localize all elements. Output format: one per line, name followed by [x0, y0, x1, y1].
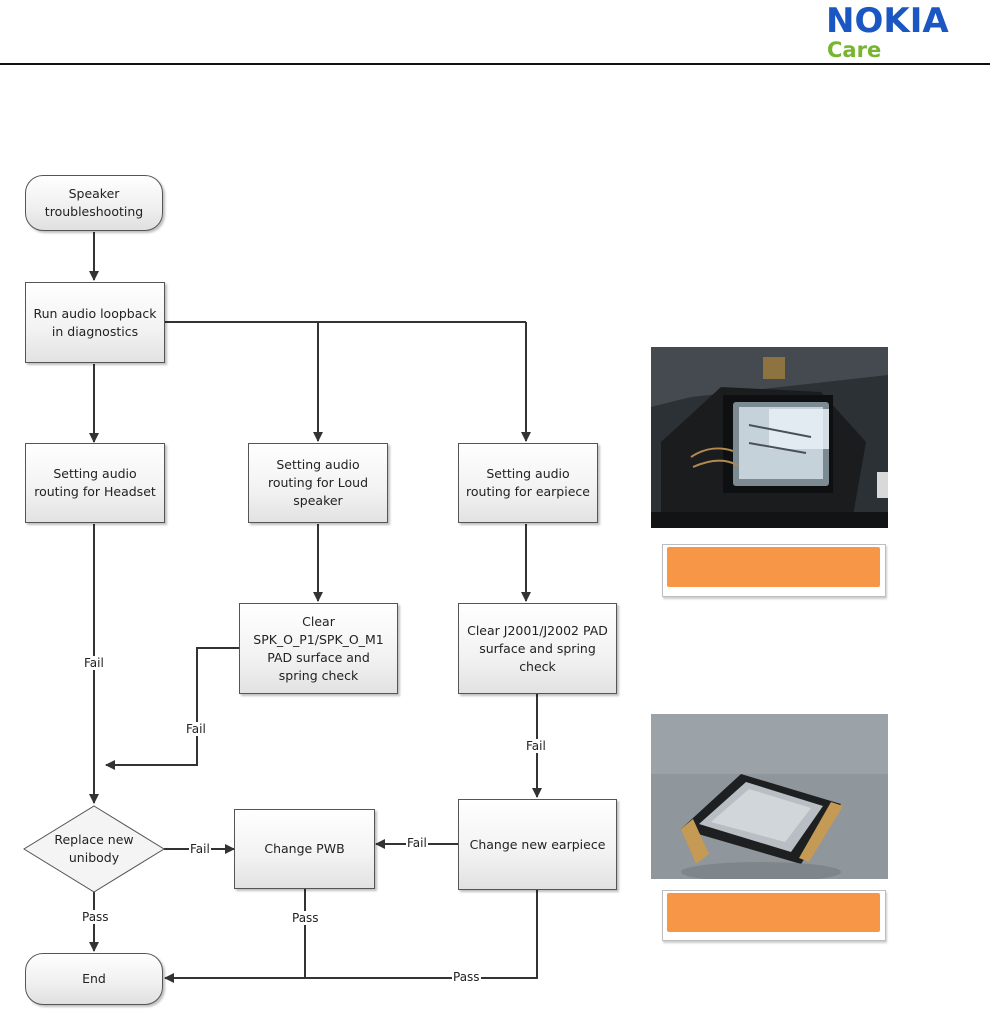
run-loopback-step: Run audio loopback in diagnostics [25, 282, 165, 363]
routing-headset-step: Setting audio routing for Headset [25, 443, 165, 523]
decision-diamond [23, 805, 165, 893]
label-earpiece-pass: Pass [452, 970, 481, 984]
routing-earpiece-step: Setting audio routing for earpiece [458, 443, 598, 523]
end-terminator: End [25, 953, 163, 1005]
routing-loudspeaker-step: Setting audio routing for Loud speaker [248, 443, 388, 523]
clear-j2001-pad-step: Clear J2001/J2002 PAD surface and spring… [458, 603, 617, 694]
header-divider [0, 63, 990, 65]
label-unibody-to-pwb-fail: Fail [189, 842, 211, 856]
edge-clearspk-fail [105, 647, 239, 770]
label-unibody-pass: Pass [81, 910, 110, 924]
nokia-care-logo: NOKIA Care [826, 4, 986, 62]
loudspeaker-photo [651, 347, 888, 528]
edge-changeearpiece-end [305, 890, 538, 979]
change-pwb-step: Change PWB [234, 809, 375, 889]
loudspeaker-caption-fill [667, 547, 880, 587]
label-earpiece-to-pwb-fail: Fail [406, 836, 428, 850]
replace-unibody-label: Replace new unibody [54, 832, 134, 865]
label-clearspk-fail: Fail [185, 722, 207, 736]
label-pwb-pass: Pass [291, 911, 320, 925]
earpiece-caption-fill [667, 893, 880, 932]
logo-brand: NOKIA [826, 1, 949, 41]
label-clearj-fail: Fail [525, 739, 547, 753]
logo-brand-sub: Care [827, 38, 882, 62]
edge-pwb-end [164, 889, 306, 983]
start-terminator: Speaker troubleshooting [25, 175, 163, 231]
change-earpiece-step: Change new earpiece [458, 799, 617, 890]
label-headset-fail: Fail [83, 656, 105, 670]
clear-spk-pad-step: Clear SPK_O_P1/SPK_O_M1 PAD surface and … [239, 603, 398, 694]
earpiece-photo [651, 714, 888, 879]
